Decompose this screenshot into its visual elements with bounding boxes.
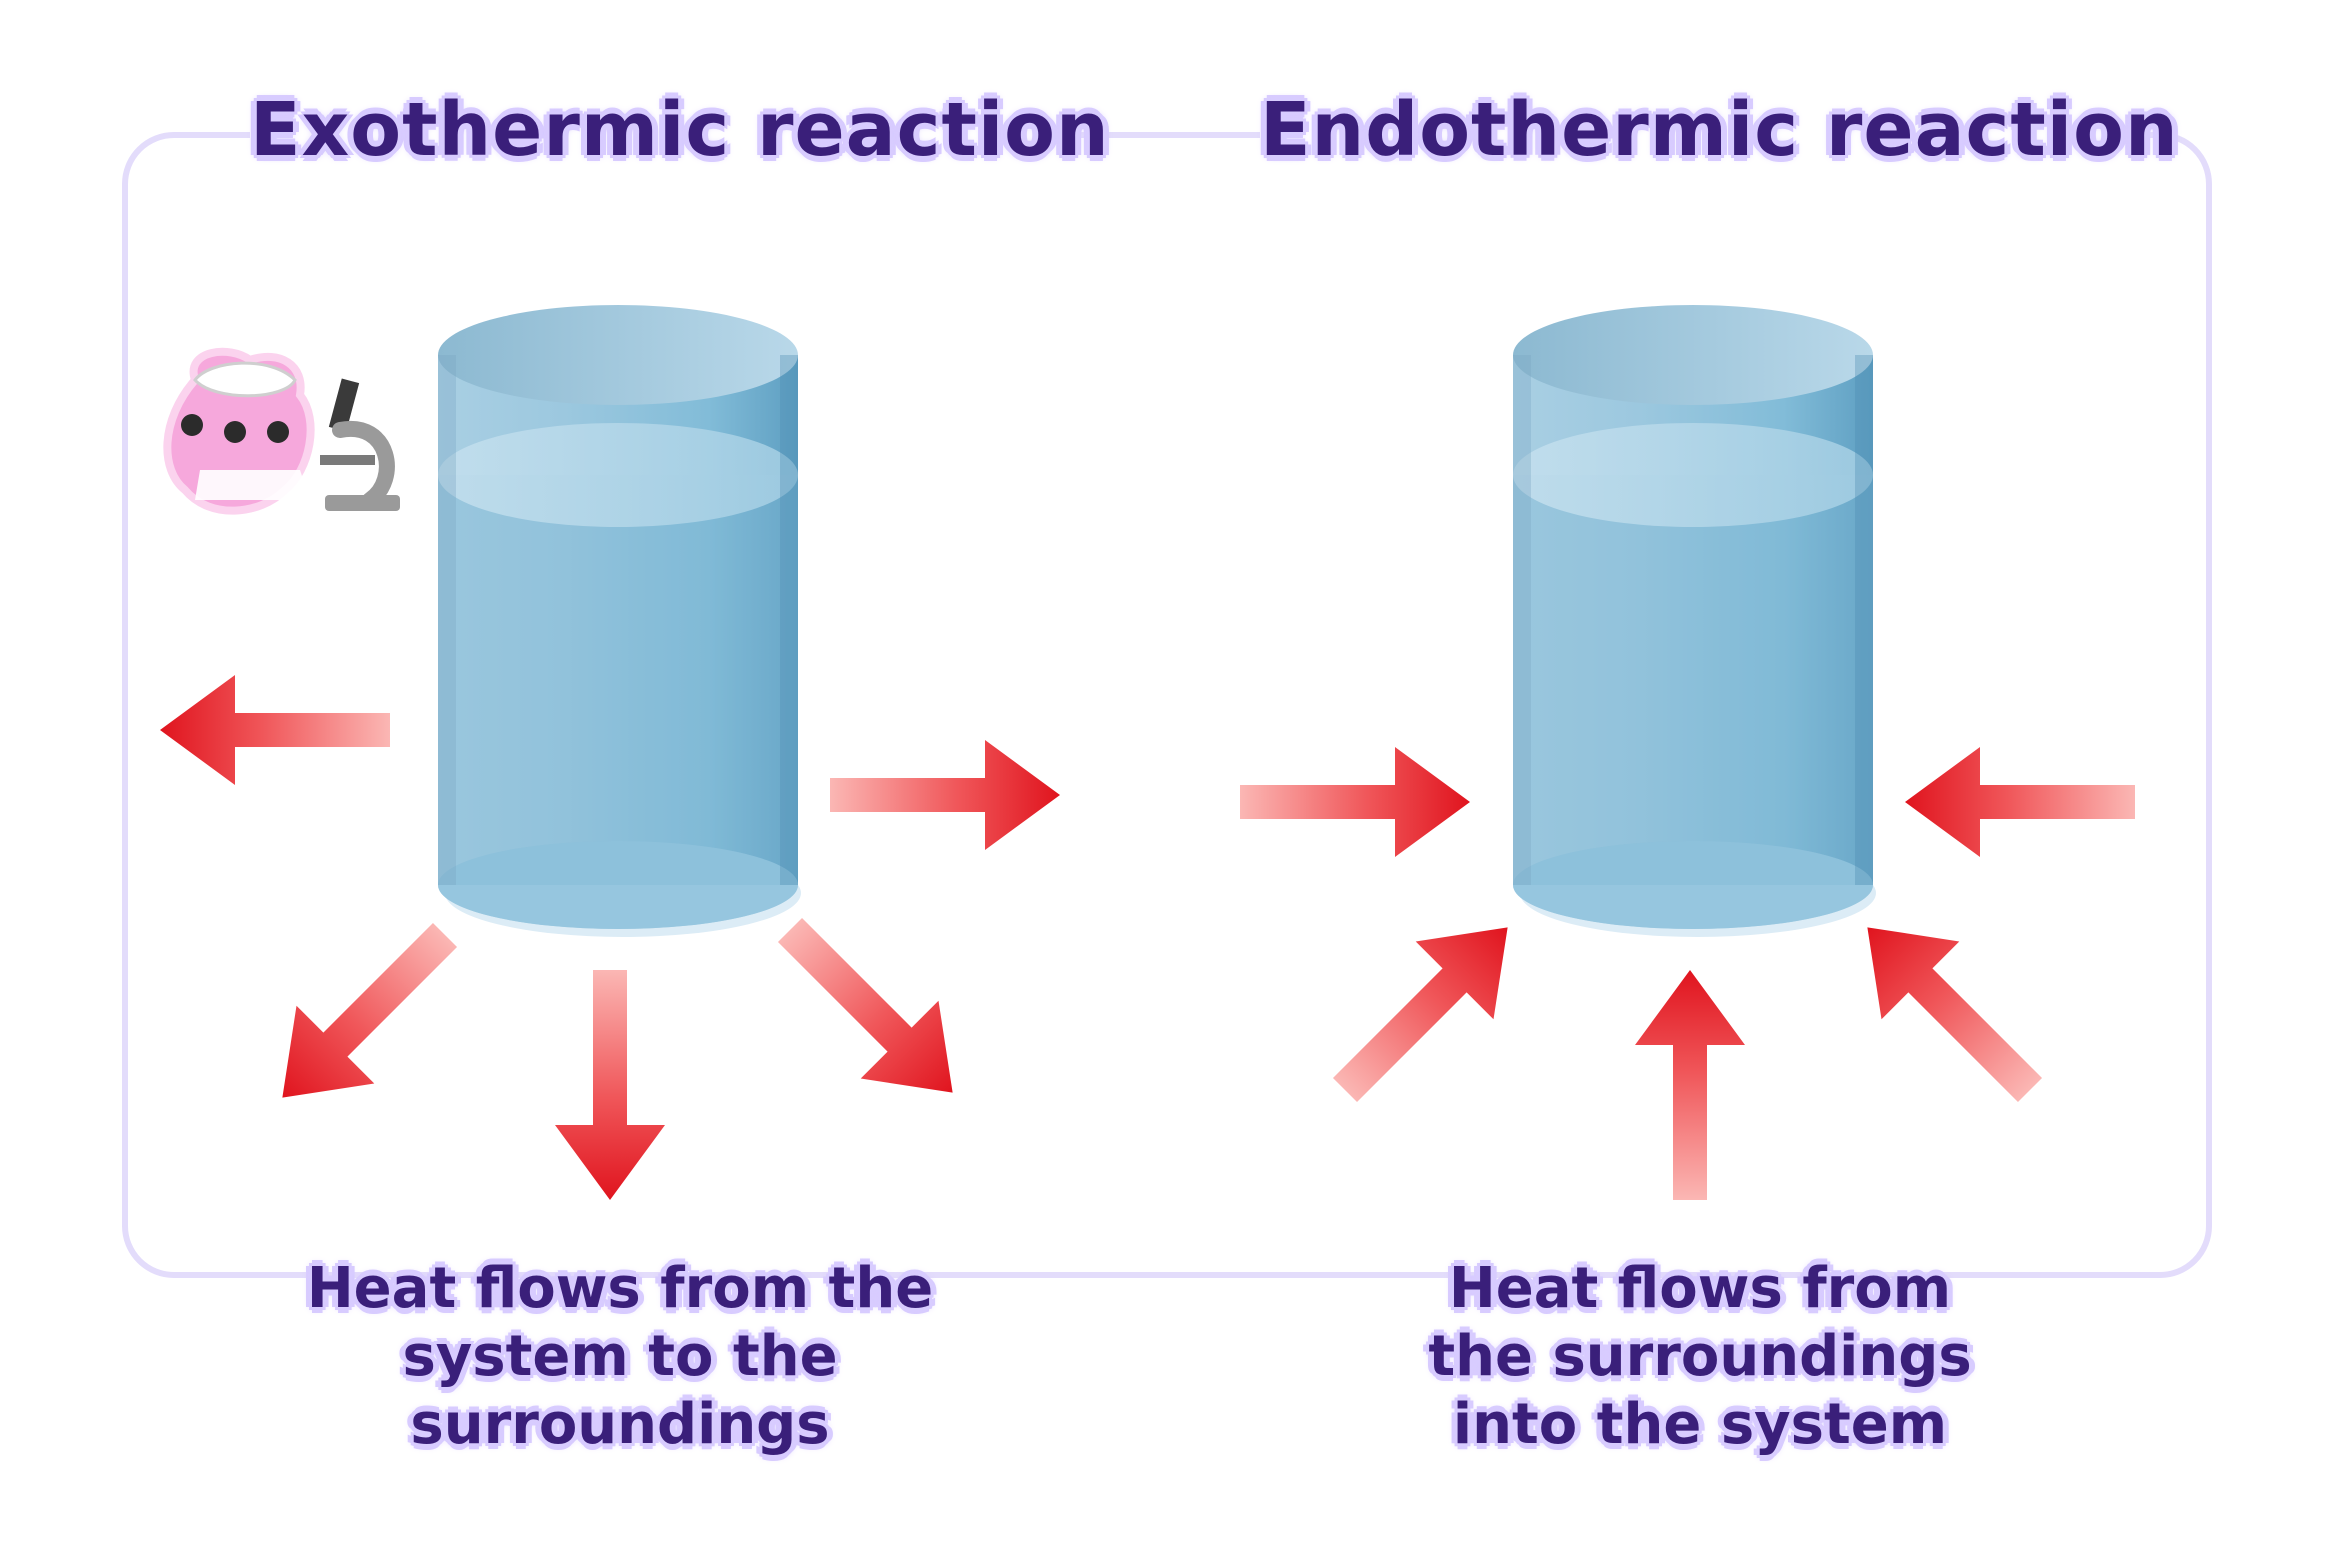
arrow-icon [555, 970, 665, 1200]
endothermic-caption: Heat flows from the surroundings into th… [1380, 1255, 2020, 1459]
arrow-icon [830, 740, 1060, 850]
mascot-scientist-icon [163, 347, 315, 515]
caption-line: surroundings [410, 1392, 830, 1457]
arrow-icon [1306, 888, 1547, 1129]
title-backdrop-right [1260, 84, 2120, 186]
exothermic-caption: Heat flows from the system to the surrou… [300, 1255, 940, 1459]
microscope-icon [320, 378, 400, 511]
arrow-icon [160, 675, 390, 785]
caption-line: system to the [402, 1324, 838, 1389]
caption-line: Heat flows from [1448, 1256, 1952, 1321]
arrow-icon [751, 891, 992, 1132]
arrow-icon [1828, 888, 2069, 1129]
caption-line: into the system [1452, 1392, 1948, 1457]
beaker-icon-right [1513, 305, 1876, 937]
beaker-icon-left [438, 305, 801, 937]
exothermic-title: Exothermic reaction [250, 87, 1110, 173]
diagram-frame [122, 132, 2212, 1278]
arrow-icon [1240, 747, 1470, 857]
title-backdrop-left [250, 84, 1050, 186]
arrow-icon [1635, 970, 1745, 1200]
caption-line: Heat flows from the [306, 1256, 934, 1321]
arrow-icon [243, 896, 484, 1137]
endothermic-title: Endothermic reaction [1260, 87, 2179, 173]
caption-line: the surroundings [1428, 1324, 1972, 1389]
arrow-icon [1905, 747, 2135, 857]
